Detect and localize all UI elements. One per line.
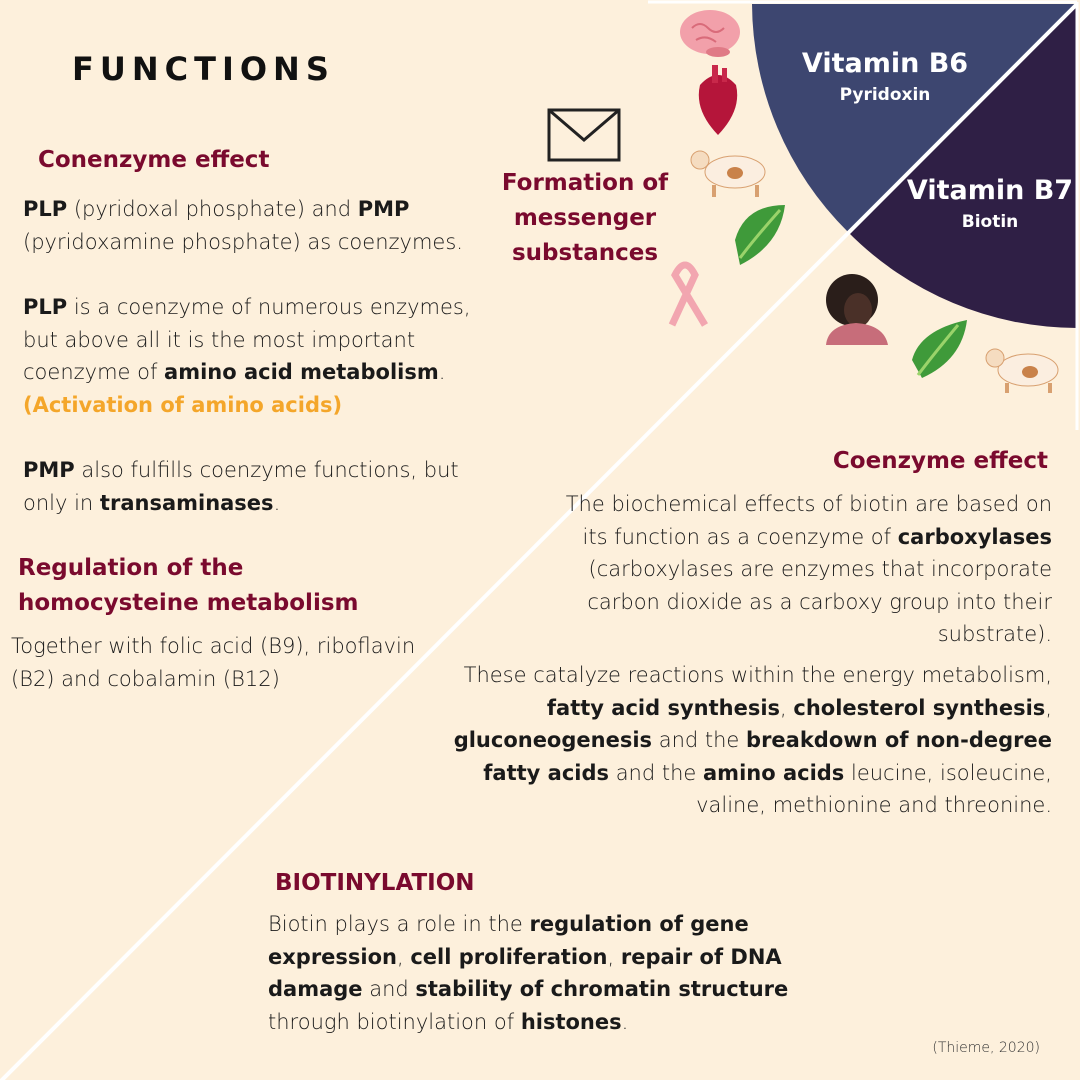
text-segment: is a coenzyme of numerous enzymes, but a… xyxy=(23,295,471,384)
bold-term: PLP xyxy=(23,295,68,319)
brain-icon xyxy=(680,10,740,57)
bold-term: histones xyxy=(520,1009,622,1034)
b7-paragraph-carboxylases: The biochemical effects of biotin are ba… xyxy=(562,488,1052,651)
envelope-icon xyxy=(547,108,621,162)
text-segment: also fulfills coenzyme functions, but on… xyxy=(23,458,459,515)
page-title: FUNCTIONS xyxy=(72,50,335,88)
citation: (Thieme, 2020) xyxy=(932,1040,1040,1056)
text-segment: The biochemical effects of biotin are ba… xyxy=(565,492,1052,549)
biotinylation-heading: BIOTINYLATION xyxy=(275,870,475,896)
homocysteine-paragraph: Together with folic acid (B9), riboflavi… xyxy=(11,630,431,695)
text-segment: . xyxy=(273,490,281,515)
cow-icon xyxy=(690,150,766,197)
text-segment: . xyxy=(438,360,446,384)
bold-term: amino acid metabolism xyxy=(164,360,439,384)
bold-term: PMP xyxy=(357,197,410,221)
b7-coenzyme-heading: Coenzyme effect xyxy=(832,448,1048,474)
homocysteine-heading-line: homocysteine metabolism xyxy=(18,590,359,616)
bold-term: PLP xyxy=(23,197,68,221)
bold-term: fatty acid synthesis xyxy=(546,695,781,720)
text-segment: . xyxy=(621,1009,629,1034)
text-segment: and xyxy=(362,977,416,1001)
b6-coenzyme-heading: Conenzyme effect xyxy=(38,147,270,173)
heart-icon xyxy=(698,65,738,135)
text-segment: (pyridoxamine phosphate) as coenzymes. xyxy=(23,229,463,254)
b6-paragraph-plp-pmp: PLP (pyridoxal phosphate) and PMP (pyrid… xyxy=(23,193,478,258)
b7-paragraph-reactions: These catalyze reactions within the ener… xyxy=(432,659,1052,822)
vitamin-b7-quadrant xyxy=(848,4,1077,328)
messenger-heading: Formation of messenger substances xyxy=(500,166,670,271)
text-segment: (carboxylases are enzymes that incorpora… xyxy=(587,557,1052,646)
bold-term: PMP xyxy=(23,458,75,482)
vitamin-b6-quadrant xyxy=(752,4,1077,232)
bold-term: stability of chromatin structure xyxy=(415,977,789,1001)
text-segment: , xyxy=(397,944,411,969)
text-segment: and the xyxy=(652,728,747,752)
bold-term: cholesterol synthesis xyxy=(793,695,1046,720)
text-segment: Together with folic acid (B9), riboflavi… xyxy=(11,634,416,691)
text-segment: , xyxy=(1045,695,1052,720)
text-segment: and the xyxy=(609,760,704,785)
homocysteine-heading-line: Regulation of the xyxy=(18,555,244,581)
bold-term: regulation of gene expression xyxy=(268,912,749,969)
text-segment: These catalyze reactions within the ener… xyxy=(463,663,1052,687)
text-segment: Biotin plays a role in the xyxy=(268,912,530,936)
bold-term: carboxylases xyxy=(897,524,1052,549)
bold-term: gluconeogenesis xyxy=(453,728,653,752)
b6-paragraph-pmp: PMP also fulfills coenzyme functions, bu… xyxy=(23,454,473,519)
messenger-line: Formation of xyxy=(501,170,669,196)
vitamin-b6-label: Vitamin B6 Pyridoxin xyxy=(790,48,980,105)
biotinylation-paragraph: Biotin plays a role in the regulation of… xyxy=(268,908,813,1038)
text-segment: , xyxy=(607,944,621,969)
woman-icon xyxy=(826,274,888,345)
vitamin-b6-name: Vitamin B6 xyxy=(801,48,969,79)
bold-term: amino acids xyxy=(703,760,845,785)
homocysteine-heading: Regulation of the homocysteine metabolis… xyxy=(18,551,359,621)
text-segment: , xyxy=(780,695,794,720)
vitamin-b6-sub: Pyridoxin xyxy=(839,85,931,105)
messenger-line: substances xyxy=(511,240,659,266)
leaf-icon xyxy=(912,320,967,378)
text-segment: (pyridoxal phosphate) and xyxy=(67,197,358,221)
messenger-line: messenger xyxy=(513,205,657,231)
cow-icon xyxy=(985,348,1059,393)
b6-paragraph-plp: PLP is a coenzyme of numerous enzymes, b… xyxy=(23,291,483,421)
bold-term: repair of DNA damage xyxy=(268,944,782,1002)
ribbon-icon xyxy=(668,261,709,327)
bold-term: cell proliferation xyxy=(410,944,608,969)
vitamin-b7-label: Vitamin B7 Biotin xyxy=(900,175,1080,232)
text-segment: through biotinylation of xyxy=(268,1009,521,1034)
vitamin-b7-sub: Biotin xyxy=(961,212,1019,232)
bold-term: transaminases xyxy=(99,490,274,515)
bold-term: breakdown of non-degree fatty acids xyxy=(483,728,1052,785)
text-segment: leucine, isoleucine, valine, methionine … xyxy=(696,760,1052,818)
vitamin-b7-name: Vitamin B7 xyxy=(906,175,1074,206)
activation-highlight: (Activation of amino acids) xyxy=(23,392,343,417)
leaf-icon xyxy=(735,205,785,265)
